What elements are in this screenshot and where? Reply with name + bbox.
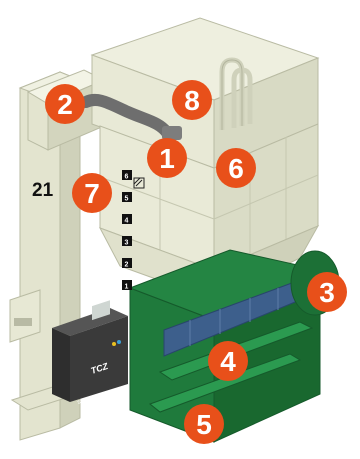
dryer-body — [90, 17, 320, 301]
callout-3: 3 — [307, 272, 347, 312]
indicator-light — [112, 342, 116, 346]
level-mark-label: 2 — [125, 262, 129, 269]
indicator-light — [117, 340, 121, 344]
small-plate — [14, 318, 32, 326]
callout-5: 5 — [184, 404, 224, 444]
callout-8: 8 — [172, 80, 212, 120]
level-mark — [122, 280, 132, 290]
svg-text:7: 7 — [84, 178, 100, 209]
level-mark — [122, 170, 132, 180]
level-mark — [122, 192, 132, 202]
level-badge — [133, 177, 145, 189]
level-mark — [122, 236, 132, 246]
drying-section-base — [128, 249, 340, 443]
level-mark — [122, 214, 132, 224]
top-pipes-outline — [221, 59, 243, 130]
level-mark-label: 1 — [125, 284, 129, 291]
duct-inlet — [162, 126, 182, 140]
callout-1: 1 — [147, 138, 187, 178]
svg-text:4: 4 — [220, 346, 236, 377]
control-display — [92, 300, 110, 321]
svg-text:5: 5 — [196, 409, 212, 440]
svg-text:2: 2 — [57, 89, 73, 120]
unit-number: 21 — [32, 180, 54, 201]
control-panel: TCZ Shizuoka Seiki — [52, 300, 128, 405]
callout-6: 6 — [216, 148, 256, 188]
level-mark-label: 5 — [125, 196, 129, 203]
callout-7: 7 — [72, 173, 112, 213]
level-mark-label: 3 — [125, 240, 129, 247]
level-mark-label: 6 — [125, 174, 129, 181]
level-mark-label: 4 — [125, 218, 129, 225]
callout-4: 4 — [208, 341, 248, 381]
svg-text:8: 8 — [184, 85, 200, 116]
level-marks: 6 5 4 3 2 1 — [122, 170, 145, 291]
level-mark — [122, 258, 132, 268]
level-badge-hatch — [133, 177, 143, 187]
top-duct — [80, 93, 174, 140]
svg-text:6: 6 — [228, 153, 244, 184]
callout-2: 2 — [45, 84, 85, 124]
svg-text:3: 3 — [319, 277, 335, 308]
svg-text:1: 1 — [159, 143, 175, 174]
